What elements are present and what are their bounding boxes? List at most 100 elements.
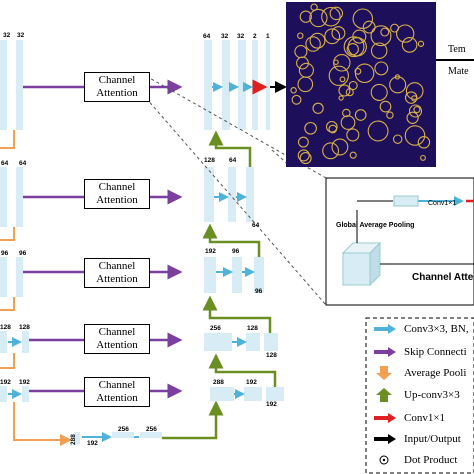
ring-mark bbox=[338, 95, 344, 101]
ring-mark bbox=[346, 43, 359, 56]
ring-mark bbox=[290, 87, 297, 94]
channel-count-label: 128 bbox=[204, 157, 215, 164]
channel-count-label: 64 bbox=[1, 160, 9, 167]
channel-attention-box bbox=[84, 72, 150, 102]
decoder-block bbox=[210, 387, 234, 401]
legend-label-io: Input/Output bbox=[404, 433, 461, 445]
legend-label-avgpool: Average Pooli bbox=[404, 367, 467, 379]
ring-mark bbox=[396, 24, 415, 43]
encoder-block bbox=[16, 40, 23, 130]
channel-count-label: 288 bbox=[213, 379, 224, 386]
channel-attention-line1: Channel bbox=[98, 326, 136, 338]
ring-mark bbox=[404, 125, 426, 146]
encoder-block bbox=[0, 257, 7, 297]
ring-mark bbox=[297, 136, 309, 148]
decoder bbox=[202, 40, 287, 401]
channel-attention-box bbox=[84, 324, 150, 354]
legend-label-conv1x1: Conv1×1 bbox=[404, 412, 446, 424]
channel-attention-line2: Attention bbox=[96, 87, 138, 99]
ring-mark bbox=[354, 109, 367, 121]
ring-mark bbox=[401, 37, 418, 53]
channel-attention-line2: Attention bbox=[96, 194, 138, 206]
ring-mark bbox=[374, 61, 389, 76]
channel-count-label: 96 bbox=[232, 248, 240, 255]
channel-attention-line1: Channel bbox=[98, 260, 136, 272]
ring-mark bbox=[325, 120, 338, 133]
channel-attention-line2: Attention bbox=[96, 392, 138, 404]
channel-count-label: 1 bbox=[266, 33, 270, 40]
ring-mark bbox=[406, 111, 419, 124]
channel-count-label: 288 bbox=[70, 434, 77, 445]
legend-label-skip: Skip Connecti bbox=[404, 346, 467, 358]
ring-mark bbox=[329, 6, 344, 21]
decoder-block bbox=[204, 257, 216, 293]
channel-count-label: 64 bbox=[229, 157, 237, 164]
channel-attention-line1: Channel bbox=[98, 181, 136, 193]
legend bbox=[365, 317, 474, 474]
channel-count-label: 192 bbox=[0, 379, 11, 386]
ring-mark bbox=[291, 94, 302, 105]
ring-mark bbox=[305, 36, 321, 52]
ring-mark bbox=[338, 84, 351, 97]
ring-mark bbox=[343, 36, 365, 58]
channel-count-label: 32 bbox=[237, 33, 245, 40]
ring-mark bbox=[331, 26, 346, 41]
ring-mark bbox=[328, 124, 338, 134]
legend-arrowhead-icon bbox=[388, 324, 396, 334]
channel-count-label: 32 bbox=[221, 33, 229, 40]
legend-up-arrow-icon bbox=[376, 388, 392, 402]
decoder-block bbox=[204, 40, 212, 130]
ring-mark bbox=[349, 151, 357, 159]
legend-label-dot: Dot Product bbox=[404, 454, 458, 466]
ring-mark bbox=[380, 27, 390, 37]
ring-mark bbox=[310, 3, 318, 11]
legend-dot-product-icon bbox=[379, 455, 389, 465]
ring-mark bbox=[370, 83, 388, 101]
ring-mark bbox=[309, 8, 328, 28]
channel-attention-box bbox=[84, 179, 150, 209]
encoder-block bbox=[16, 257, 23, 297]
ring-mark bbox=[328, 65, 349, 86]
ring-mark bbox=[324, 28, 341, 45]
channel-attention-detail bbox=[325, 177, 474, 306]
ring-mark bbox=[321, 6, 341, 27]
encoder-block bbox=[22, 386, 29, 402]
ring-mark bbox=[333, 59, 339, 65]
ring-mark bbox=[339, 76, 346, 83]
ring-mark bbox=[405, 82, 424, 100]
decoder-block bbox=[232, 257, 242, 293]
channel-attention-line2: Attention bbox=[96, 273, 138, 285]
channel-count-label: 2 bbox=[253, 33, 257, 40]
output-image bbox=[286, 2, 436, 167]
channel-count-label: 192 bbox=[87, 440, 98, 447]
channel-count-label: 96 bbox=[19, 250, 27, 257]
ring-mark bbox=[298, 62, 314, 78]
ring-mark bbox=[404, 91, 418, 104]
ring-mark bbox=[420, 154, 426, 161]
bottleneck-block bbox=[74, 432, 80, 445]
decoder-block bbox=[266, 40, 270, 130]
channel-count-label: 128 bbox=[0, 324, 11, 331]
decoder-block bbox=[204, 167, 214, 222]
ring-mark bbox=[370, 25, 392, 47]
ring-mark bbox=[296, 56, 309, 70]
legend-label-conv3x3: Conv3×3, BN, bbox=[404, 323, 469, 335]
ring-mark bbox=[352, 8, 374, 29]
bottleneck-block bbox=[112, 432, 134, 438]
ring-mark bbox=[417, 40, 425, 47]
ring-mark bbox=[309, 32, 326, 49]
channel-count-label: 128 bbox=[19, 324, 30, 331]
encoder-block bbox=[0, 40, 7, 130]
legend-down-arrow-icon bbox=[376, 366, 392, 380]
output-label-line2: Mate bbox=[448, 66, 469, 77]
ring-mark bbox=[392, 134, 403, 144]
channel-count-label: 32 bbox=[17, 32, 25, 39]
legend-dot-icon bbox=[382, 458, 386, 462]
ring-mark bbox=[348, 80, 358, 91]
channel-count-label: 64 bbox=[252, 222, 260, 229]
channel-count-label: 32 bbox=[3, 32, 11, 39]
output-label-line1: Tem bbox=[448, 44, 466, 55]
channel-count-label: 96 bbox=[1, 250, 9, 257]
channel-count-label: 64 bbox=[19, 160, 27, 167]
encoder-block bbox=[22, 331, 29, 353]
